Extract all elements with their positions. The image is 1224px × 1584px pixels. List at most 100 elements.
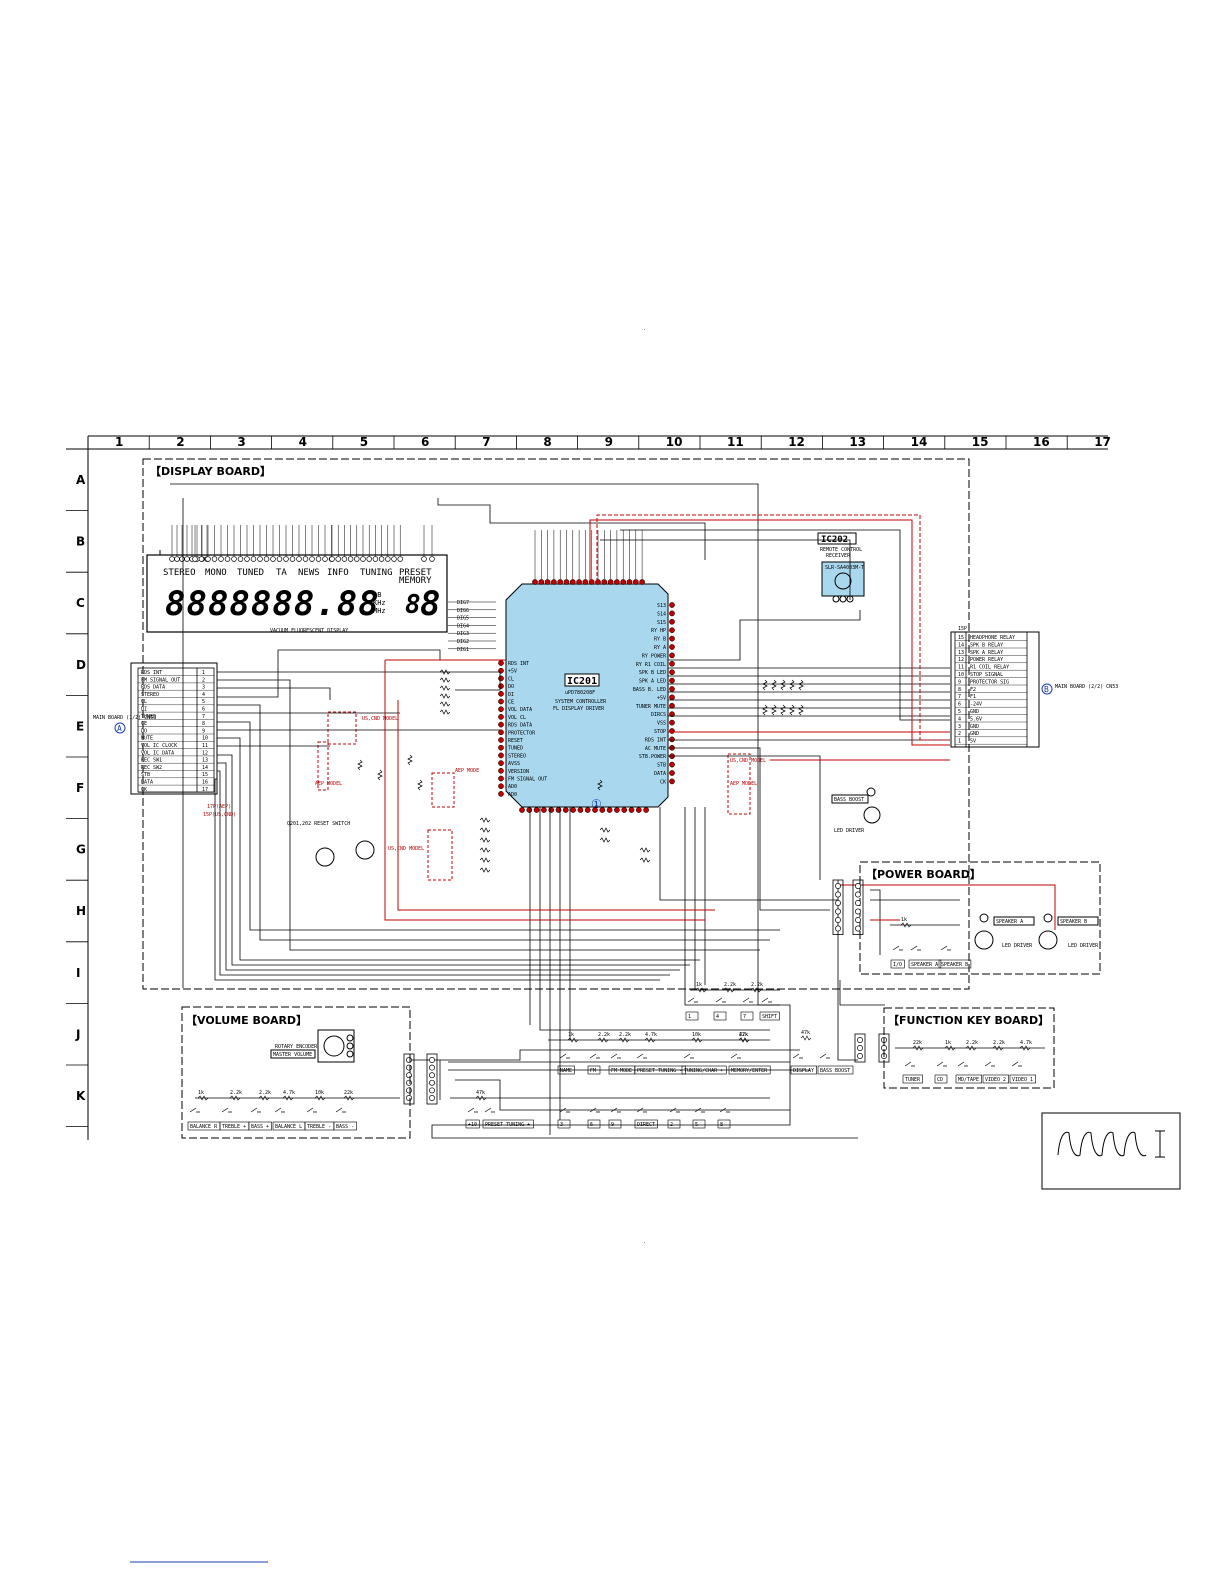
key-label: VIDEO 1 (1012, 1077, 1033, 1083)
key-resistor (912, 1045, 924, 1051)
connector-housing (403, 1053, 415, 1105)
fl-pin (354, 556, 360, 562)
key-label-box (692, 1119, 706, 1129)
key-label-box (482, 1119, 534, 1129)
grid-col-label: 8 (543, 435, 551, 449)
display-board-title: 【DISPLAY BOARD】 (150, 465, 271, 478)
ic201-left-pin (498, 767, 504, 774)
key-resistor (750, 987, 762, 993)
key-label-box (790, 1065, 818, 1075)
ic201-top-pin (607, 579, 614, 585)
ic201-desc2: FL DISPLAY DRIVER (553, 706, 605, 712)
fl-pin (169, 556, 175, 562)
resistor (439, 709, 451, 715)
ic201-left-pin-label: PROTECTOR (508, 730, 536, 736)
left-pin-num: 3 (202, 685, 205, 691)
key-label-box (681, 1065, 727, 1075)
ic201-bottom-pin (606, 807, 613, 813)
connector-pin (406, 1079, 412, 1086)
left-pin-num: 7 (202, 714, 205, 720)
led-driver-b: LED DRIVER (1068, 943, 1099, 949)
fl-pin (372, 556, 379, 562)
left-pin-num: 6 (202, 707, 205, 713)
left-pin-name: VOL IC DATA (141, 750, 174, 756)
connector-pin (835, 925, 841, 932)
ic201-left-pin-label: CE (508, 700, 514, 706)
grid-col-label: 17 (1094, 435, 1111, 449)
ic201-right-pin (669, 652, 675, 659)
grid-col-label: 10 (666, 435, 683, 449)
power-led-b: SPEAKER B (1060, 919, 1087, 925)
fl-indicator-preset: PRESET (399, 568, 432, 578)
key-switch (892, 945, 903, 951)
ic201-right-pin-label: +5V (657, 695, 666, 701)
fl-pin (397, 556, 403, 562)
ic201-bottom-pin (614, 807, 620, 813)
right-pin-num: 2 (958, 731, 961, 737)
us-cnd-note-1: US,CND MODEL (362, 716, 398, 722)
grid-row-label: K (76, 1089, 86, 1103)
ic201-left-pin (498, 775, 504, 782)
key-resistor-value: 2.2k (751, 982, 763, 988)
function-key-board-title: 【FUNCTION KEY BOARD】 (888, 1014, 1049, 1027)
key-label: TREBLE + (222, 1124, 246, 1130)
right-pin-name: R1 COIL RELAY (970, 665, 1009, 671)
key-resistor (944, 1045, 956, 1051)
us-cnd-box-2 (727, 753, 751, 815)
ic201-left-pin-label: CL (508, 676, 514, 682)
ic201-bottom-pin (584, 807, 591, 813)
ic201-left-pin (498, 660, 504, 666)
key-switch (559, 1053, 570, 1059)
grid-col-label: 6 (421, 435, 429, 449)
ic201-right-pin (669, 660, 675, 667)
key-label: 4 (716, 1014, 719, 1020)
ic201-left-pin (498, 721, 504, 728)
ic201-bottom-pin (643, 807, 649, 813)
left-pin-num: 13 (202, 758, 208, 764)
ic201-top-pin (557, 579, 564, 585)
key-resistor-value: 1k (198, 1090, 204, 1096)
ic201-left-pin-label: TUNED (508, 746, 523, 752)
key-resistor-value: 22k (739, 1032, 748, 1038)
ic201-left-pin (498, 737, 504, 743)
us-cnd-note-2: US,CND MODEL (730, 758, 766, 764)
key-label-box (587, 1119, 601, 1129)
rotary-encoder-label: ROTARY ENCODER (275, 1044, 318, 1050)
key-label-box (938, 959, 972, 969)
mark-dot-bottom: . (643, 1239, 646, 1245)
key-label-box (934, 1074, 948, 1084)
key-label: 9 (611, 1122, 614, 1128)
grid-row-label: E (76, 719, 84, 733)
grid-col-label: 16 (1033, 435, 1050, 449)
key-resistor (475, 1095, 487, 1101)
ic201-left-pin-label: STEREO (508, 753, 526, 759)
ic201-left-pin-label: VOL DATA (508, 707, 532, 713)
left-connector-title: MAIN BOARD (1/2) CN53 (93, 715, 156, 721)
ic201-top-pin (639, 579, 645, 585)
key-switch (669, 1107, 680, 1113)
right-pin-num: 14 (958, 642, 964, 648)
key-switch (636, 1107, 647, 1113)
key-resistor (691, 1037, 703, 1043)
key-label-box (667, 1119, 681, 1129)
ic201-right-pin (669, 761, 675, 768)
key-label: +10 (468, 1122, 477, 1128)
grid-col-label: 1 (115, 435, 123, 449)
ic201-left-pin-label: +5V (508, 669, 517, 675)
connector-housing (852, 879, 864, 935)
connector-pin (406, 1064, 412, 1071)
ic201-right-pin-label: TUNER MUTE (636, 704, 666, 710)
dig-label: DIG2 (457, 639, 469, 645)
right-pin-num: 12 (958, 657, 964, 663)
grid-row-label: A (76, 473, 86, 487)
ic201-top-pin (601, 579, 608, 585)
ic201-left-pin-label: AVSS (508, 761, 520, 767)
left-pin-num: 16 (202, 780, 208, 786)
ic201-right-pin-label: CK (660, 779, 666, 785)
key-label-box (1009, 1074, 1037, 1084)
dig-label: DIG5 (457, 616, 469, 622)
key-switch (715, 997, 726, 1003)
right-pin-name: F1 (970, 694, 976, 700)
